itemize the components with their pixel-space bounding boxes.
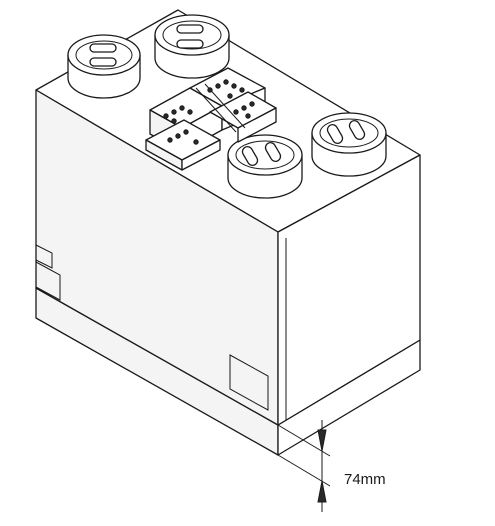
- dimension-extension-bottom: [277, 454, 331, 487]
- side-panel-detail-left: [35, 261, 61, 301]
- dimension-arrow-top: [317, 429, 327, 452]
- side-panel-detail-upper: [35, 244, 53, 269]
- spigot-back-right: [154, 14, 230, 79]
- side-panel-detail-lower: [229, 354, 269, 411]
- base-height-label: 74mm: [344, 471, 386, 488]
- spigot-back-left: [67, 34, 141, 99]
- dimension-arrow-bottom: [317, 480, 327, 503]
- dimension-extension-top: [277, 424, 331, 457]
- connector-block: [145, 67, 277, 171]
- spigot-front-right: [311, 112, 387, 177]
- base-height-dimension: 74mm: [277, 420, 386, 512]
- cabinet-front: [277, 154, 421, 426]
- spigot-front-center: [227, 134, 303, 199]
